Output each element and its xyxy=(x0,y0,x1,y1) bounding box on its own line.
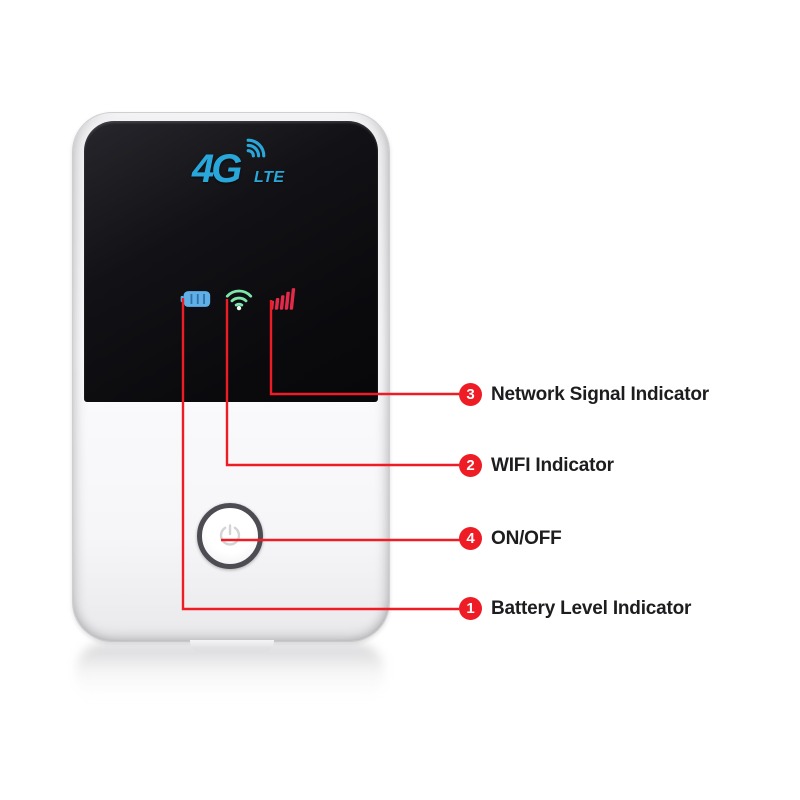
callout-number-badge: 1 xyxy=(459,597,482,620)
power-icon xyxy=(219,524,241,546)
device-bottom-highlight xyxy=(190,640,274,653)
wifi-indicator-icon xyxy=(225,289,253,311)
callout-label: WIFI Indicator xyxy=(491,454,614,476)
network-signal-indicator-icon xyxy=(270,288,296,310)
callout-number-badge: 4 xyxy=(459,527,482,550)
callout-label: ON/OFF xyxy=(491,527,562,549)
callout-network-signal: 3 Network Signal Indicator xyxy=(459,383,709,406)
callout-label: Network Signal Indicator xyxy=(491,383,709,405)
router-front-glossy-panel: 4G LTE xyxy=(84,121,378,402)
router-device-body: 4G LTE xyxy=(72,112,390,642)
4g-lte-logo: 4G LTE xyxy=(192,138,312,203)
power-button xyxy=(197,503,263,569)
callout-label: Battery Level Indicator xyxy=(491,597,692,619)
battery-indicator-icon xyxy=(180,291,211,307)
device-reflection xyxy=(76,644,384,702)
callout-wifi: 2 WIFI Indicator xyxy=(459,454,614,477)
logo-4g-text: 4G xyxy=(192,147,242,191)
callout-battery: 1 Battery Level Indicator xyxy=(459,597,691,620)
indicator-led-row xyxy=(84,284,400,314)
callout-number-badge: 3 xyxy=(459,383,482,406)
callout-number-badge: 2 xyxy=(459,454,482,477)
logo-lte-text: LTE xyxy=(254,169,285,186)
logo-signal-waves-icon xyxy=(246,138,266,158)
callout-power: 4 ON/OFF xyxy=(459,527,562,550)
